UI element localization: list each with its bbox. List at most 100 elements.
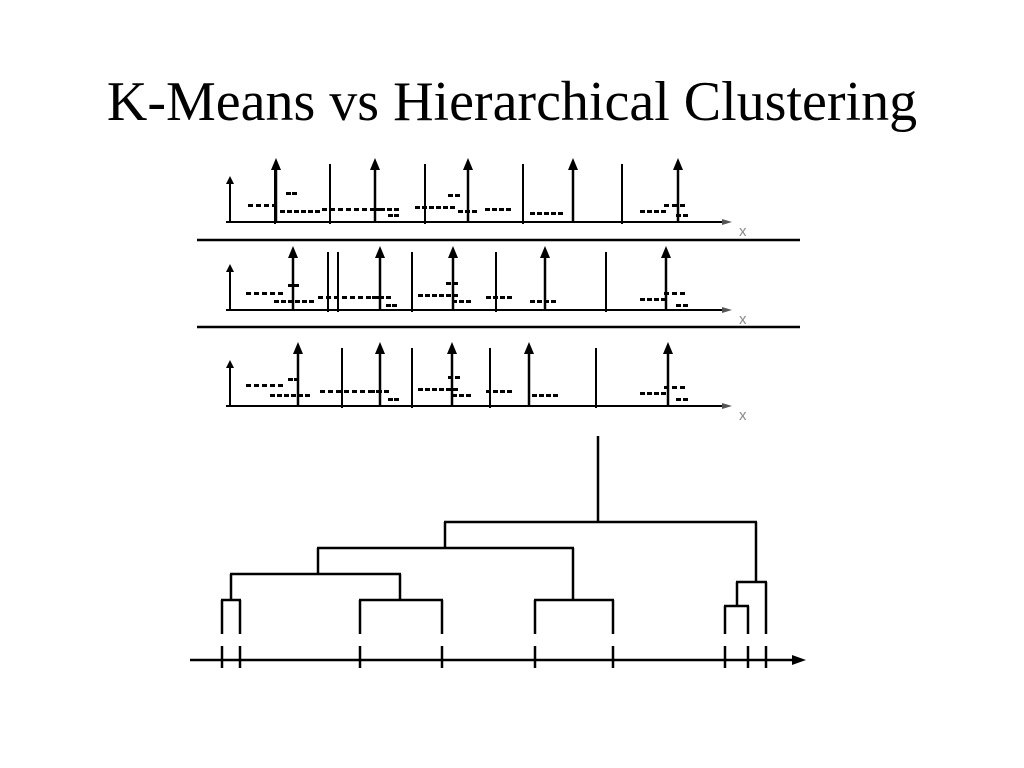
data-point [415, 206, 420, 209]
data-point [387, 208, 392, 211]
data-point [298, 394, 303, 397]
data-point [388, 214, 393, 217]
data-point [422, 206, 427, 209]
data-point [532, 394, 537, 397]
centroid-arrow-icon [375, 342, 385, 354]
y-axis-arrow-icon [226, 360, 234, 368]
data-point [294, 284, 299, 287]
data-point [446, 388, 451, 391]
data-point [683, 304, 688, 307]
data-point [465, 210, 470, 213]
data-point [254, 292, 259, 295]
x-axis-arrow-icon [722, 219, 732, 225]
data-point [493, 296, 498, 299]
dendrogram-axis-arrow-icon [792, 655, 806, 665]
data-point [672, 204, 677, 207]
data-point [453, 294, 458, 297]
data-point [436, 206, 441, 209]
data-point [493, 390, 498, 393]
data-point [664, 204, 669, 207]
data-point [270, 394, 275, 397]
centroid-arrow-icon [661, 246, 671, 258]
data-point [664, 292, 669, 295]
data-point [539, 394, 544, 397]
data-point [676, 398, 681, 401]
centroid-arrow-icon [568, 158, 578, 170]
data-point [429, 206, 434, 209]
data-point [295, 300, 300, 303]
data-point [386, 304, 391, 307]
data-point [326, 296, 331, 299]
data-point [443, 206, 448, 209]
data-point [640, 392, 645, 395]
data-point [372, 296, 377, 299]
data-point [336, 390, 341, 393]
data-point [280, 210, 285, 213]
data-point [499, 208, 504, 211]
centroid-arrow-icon [673, 158, 683, 170]
data-point [246, 292, 251, 295]
data-point [450, 206, 455, 209]
data-point [654, 392, 659, 395]
data-point [322, 208, 327, 211]
centroid-arrow-icon [375, 246, 385, 258]
data-point [330, 208, 335, 211]
data-point [262, 292, 267, 295]
data-point [360, 390, 365, 393]
data-point [386, 296, 391, 299]
data-point [278, 384, 283, 387]
data-point [647, 210, 652, 213]
data-point [455, 376, 460, 379]
data-point [661, 210, 666, 213]
data-point [388, 398, 393, 401]
centroid-arrow-icon [463, 158, 473, 170]
data-point [492, 208, 497, 211]
data-point [466, 394, 471, 397]
data-point [342, 296, 347, 299]
data-point [272, 204, 277, 207]
data-point [270, 384, 275, 387]
data-point [288, 284, 293, 287]
centroid-arrow-icon [271, 158, 281, 170]
data-point [291, 394, 296, 397]
data-point [446, 282, 451, 285]
data-point [432, 294, 437, 297]
y-axis-arrow-icon [226, 176, 234, 184]
data-point [640, 298, 645, 301]
data-point [680, 292, 685, 295]
data-point [500, 296, 505, 299]
data-point [507, 390, 512, 393]
data-point [373, 208, 378, 211]
data-point [315, 210, 320, 213]
data-point [281, 300, 286, 303]
y-axis-arrow-icon [226, 264, 234, 272]
data-point [661, 392, 666, 395]
data-point [448, 194, 453, 197]
data-point [320, 390, 325, 393]
data-point [366, 296, 371, 299]
data-point [264, 204, 269, 207]
data-point [647, 392, 652, 395]
data-point [309, 300, 314, 303]
data-point [551, 300, 556, 303]
data-point [485, 208, 490, 211]
data-point [425, 294, 430, 297]
data-point [352, 390, 357, 393]
centroid-arrow-icon [448, 246, 458, 258]
data-point [654, 210, 659, 213]
data-point [672, 292, 677, 295]
data-point [680, 386, 685, 389]
slide-title: K-Means vs Hierarchical Clustering [106, 71, 918, 133]
data-point [334, 296, 339, 299]
data-point [558, 212, 563, 215]
data-point [277, 394, 282, 397]
data-point [394, 208, 399, 211]
data-point [305, 394, 310, 397]
data-point [418, 388, 423, 391]
data-point [287, 210, 292, 213]
data-point [370, 208, 375, 211]
data-point [379, 296, 384, 299]
x-axis-arrow-icon [722, 403, 732, 409]
kmeans-rows: xxx [197, 158, 800, 424]
